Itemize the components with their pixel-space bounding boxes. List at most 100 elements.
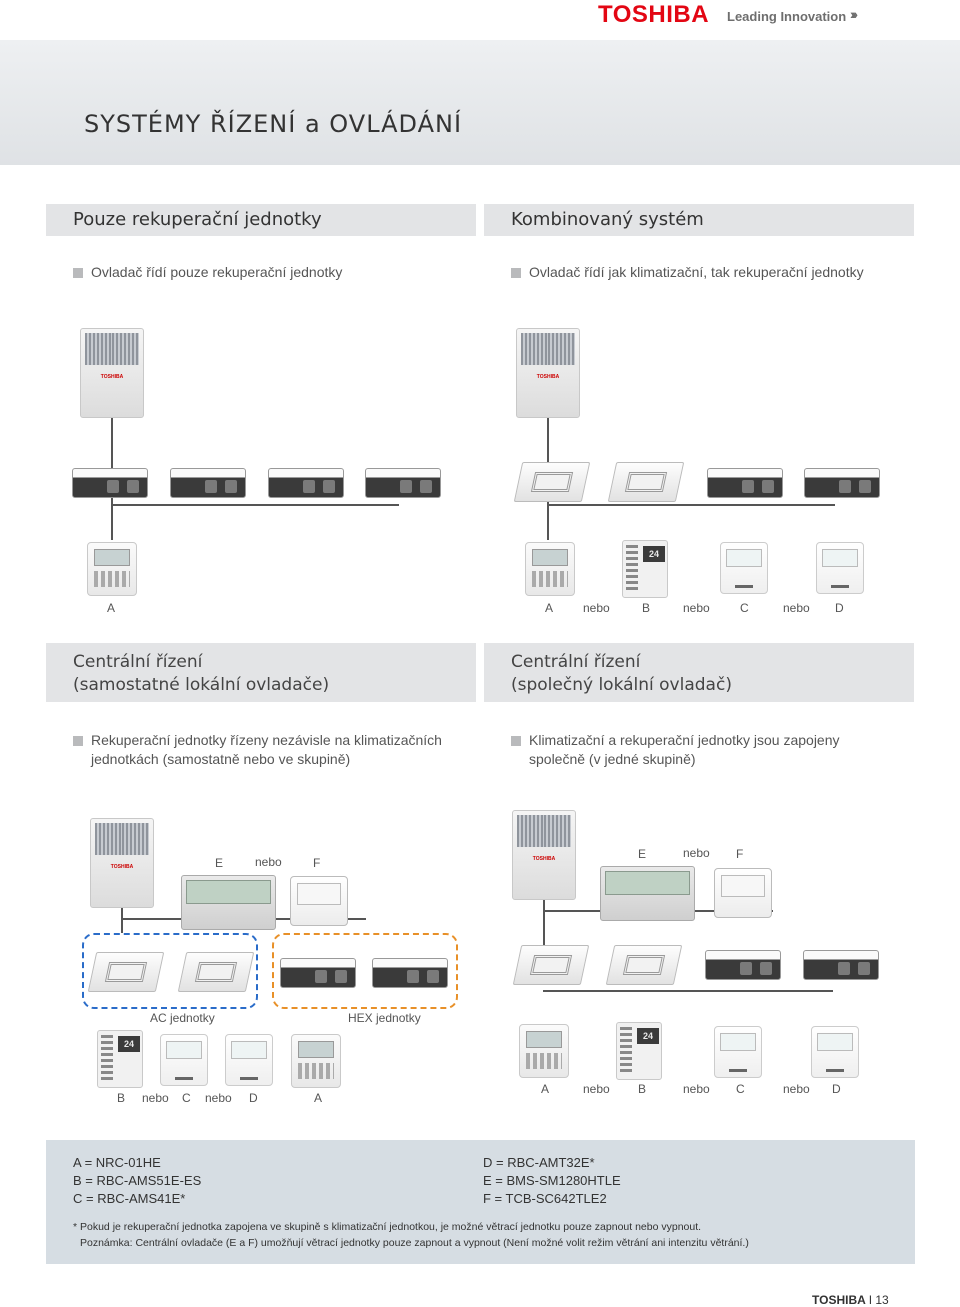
bullet-text-line2: společně (v jedné skupině) (529, 751, 696, 767)
remote-controller-d (225, 1034, 273, 1086)
legend-f: F = TCB-SC642TLE2 (483, 1191, 607, 1206)
section-bar-central-separate (46, 643, 476, 702)
label-a: A (107, 601, 116, 615)
hex-unit (707, 468, 783, 498)
section-title-line1: Centrální řízení (511, 652, 641, 672)
label-or: nebo (583, 601, 610, 615)
outdoor-unit: TOSHIBA (80, 328, 144, 418)
ac-group-outline (82, 933, 258, 1009)
section-title-line2: (společný lokální ovladač) (511, 675, 732, 695)
footer-separator: I (868, 1293, 873, 1307)
tagline: Leading Innovation (727, 9, 847, 24)
outdoor-unit: TOSHIBA (512, 810, 576, 900)
outdoor-unit: TOSHIBA (90, 818, 154, 908)
label-d: D (249, 1091, 258, 1105)
label-or: nebo (683, 1082, 710, 1096)
section-bar-central-common (484, 643, 914, 702)
label-or: nebo (683, 846, 710, 860)
bullet-text-line2: jednotkách (samostatně nebo ve skupině) (91, 751, 351, 767)
remote-controller-c (714, 1026, 762, 1078)
wire (111, 504, 399, 506)
remote-controller-d (811, 1026, 859, 1078)
remote-controller-b: 24 (622, 540, 668, 598)
bullet-text-line1: Klimatizační a rekuperační jednotky jsou… (529, 732, 840, 748)
section-title-line2: (samostatné lokální ovladače) (73, 675, 330, 695)
legend-d: D = RBC-AMT32E* (483, 1155, 595, 1170)
footer-brand: TOSHIBA (812, 1293, 866, 1307)
legend-c: C = RBC-AMS41E* (73, 1191, 186, 1206)
remote-controller-c (720, 542, 768, 594)
hex-unit (365, 468, 441, 498)
label-c: C (736, 1082, 745, 1096)
legend-box (46, 1140, 915, 1264)
wire (543, 990, 833, 992)
hex-unit (803, 950, 879, 980)
bullet-text: Ovladač řídí pouze rekuperační jednotky (91, 264, 343, 280)
remote-controller-a (525, 542, 575, 596)
label-a: A (545, 601, 554, 615)
remote-controller-a (87, 542, 137, 596)
label-e: E (215, 856, 224, 870)
ac-cassette-unit (513, 462, 591, 502)
section-bar-only-hex (46, 204, 476, 236)
bullet-icon (73, 736, 83, 746)
section-title-line1: Centrální řízení (73, 652, 203, 672)
page-title: SYSTÉMY ŘÍZENÍ a OVLÁDÁNÍ (84, 110, 463, 138)
central-controller-f (714, 868, 772, 918)
legend-note-2: Poznámka: Centrální ovladače (E a F) umo… (80, 1237, 749, 1249)
hex-group-outline (272, 933, 458, 1009)
hex-unit (280, 958, 356, 988)
label-ac-units: AC jednotky (150, 1011, 215, 1025)
hex-unit (705, 950, 781, 980)
label-hex-units: HEX jednotky (348, 1011, 421, 1025)
toshiba-logo: TOSHIBA (598, 1, 710, 28)
label-f: F (736, 847, 744, 861)
label-or: nebo (205, 1091, 232, 1105)
remote-controller-b: 24 (97, 1030, 143, 1088)
remote-controller-b: 24 (616, 1022, 662, 1080)
label-c: C (740, 601, 749, 615)
ac-cassette-unit (512, 945, 590, 985)
bullet-icon (73, 268, 83, 278)
label-c: C (182, 1091, 191, 1105)
label-e: E (638, 847, 647, 861)
legend-b: B = RBC-AMS51E-ES (73, 1173, 202, 1188)
remote-controller-c (160, 1034, 208, 1086)
wire (547, 504, 549, 540)
label-or: nebo (583, 1082, 610, 1096)
wire (111, 418, 113, 506)
label-or: nebo (783, 1082, 810, 1096)
outdoor-unit: TOSHIBA (516, 328, 580, 418)
section-title-combined: Kombinovaný systém (511, 209, 704, 230)
label-b: B (117, 1091, 126, 1105)
label-d: D (832, 1082, 841, 1096)
remote-controller-d (816, 542, 864, 594)
label-or: nebo (683, 601, 710, 615)
label-b: B (642, 601, 651, 615)
label-b: B (638, 1082, 647, 1096)
page-number: 13 (875, 1293, 889, 1307)
label-a: A (541, 1082, 550, 1096)
section-bar-combined (484, 204, 914, 236)
bullet-text: Ovladač řídí jak klimatizační, tak rekup… (529, 264, 864, 280)
central-controller-f (290, 876, 348, 926)
wire (547, 504, 835, 506)
hex-unit (72, 468, 148, 498)
remote-controller-a (519, 1024, 569, 1078)
bullet-text-line1: Rekuperační jednotky řízeny nezávisle na… (91, 732, 442, 748)
wire (543, 900, 545, 960)
label-or: nebo (255, 855, 282, 869)
ac-cassette-unit (607, 462, 685, 502)
hex-unit (804, 468, 880, 498)
bullet-icon (511, 736, 521, 746)
ac-cassette-unit (177, 952, 255, 992)
title-band (0, 40, 960, 165)
double-chevron-icon: ››› (850, 6, 858, 22)
hex-unit (268, 468, 344, 498)
hex-unit (170, 468, 246, 498)
central-controller-e (181, 875, 276, 930)
bullet-icon (511, 268, 521, 278)
label-or: nebo (142, 1091, 169, 1105)
label-d: D (835, 601, 844, 615)
page-footer: TOSHIBA I 13 (812, 1293, 889, 1307)
